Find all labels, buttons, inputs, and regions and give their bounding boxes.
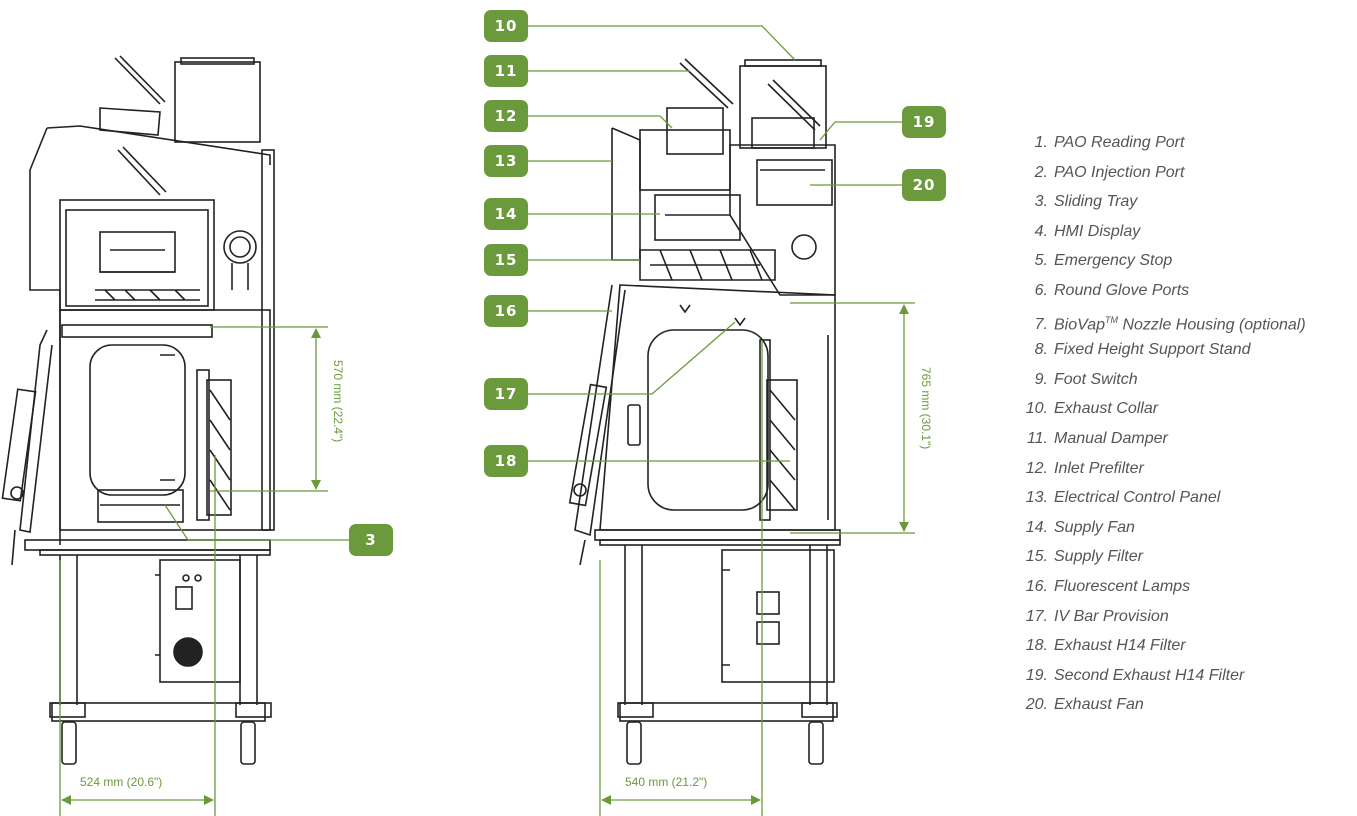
dimension-lines <box>59 302 915 816</box>
legend-item: 12. Inlet Prefilter <box>1012 454 1306 484</box>
callout-badge: 18 <box>484 445 528 477</box>
legend-item: 13. Electrical Control Panel <box>1012 483 1306 513</box>
legend-label: Fluorescent Lamps <box>1054 577 1191 595</box>
right-width-dimension: 540 mm (21.2") <box>625 775 707 789</box>
legend-label: HMI Display <box>1054 222 1141 240</box>
legend-number: 18. <box>1025 637 1048 655</box>
callout-badge: 15 <box>484 244 528 276</box>
left-width-dimension: 524 mm (20.6") <box>80 775 162 789</box>
legend-number: 5. <box>1034 252 1048 270</box>
callout-label: 18 <box>495 452 518 470</box>
callout-label: 16 <box>495 302 518 320</box>
legend-number: 2. <box>1034 163 1048 181</box>
legend-number: 20. <box>1025 696 1048 714</box>
right-cabinet-view <box>568 58 841 765</box>
right-height-dimension: 765 mm (30.1") <box>919 367 933 449</box>
legend-item: 7. BioVapTM Nozzle Housing (optional) <box>1012 306 1306 336</box>
legend-number: 14. <box>1025 518 1048 536</box>
legend-item: 5. Emergency Stop <box>1012 246 1306 276</box>
callout-badge: 19 <box>902 106 946 138</box>
callout-badge: 12 <box>484 100 528 132</box>
legend-number: 15. <box>1025 548 1048 566</box>
legend-item: 9. Foot Switch <box>1012 365 1306 395</box>
legend-item: 3. Sliding Tray <box>1012 187 1306 217</box>
legend-label: Emergency Stop <box>1054 252 1173 270</box>
legend-label: Manual Damper <box>1054 429 1168 447</box>
legend-number: 7. <box>1034 315 1048 333</box>
callout-label: 20 <box>913 176 936 194</box>
parts-legend: 1. PAO Reading Port 2. PAO Injection Port 3.… <box>1012 128 1306 720</box>
legend-label: Supply Fan <box>1054 518 1135 536</box>
callout-label: 10 <box>495 17 518 35</box>
legend-number: 11. <box>1026 429 1048 447</box>
legend-item: 14. Supply Fan <box>1012 513 1306 543</box>
legend-item: 18. Exhaust H14 Filter <box>1012 631 1306 661</box>
legend-item: 6. Round Glove Ports <box>1012 276 1306 306</box>
callout-label: 12 <box>495 107 518 125</box>
legend-label: IV Bar Provision <box>1054 607 1169 625</box>
callout-badge: 14 <box>484 198 528 230</box>
legend-label: Second Exhaust H14 Filter <box>1054 666 1245 684</box>
legend-label: Exhaust H14 Filter <box>1054 637 1186 655</box>
legend-number: 6. <box>1034 281 1048 299</box>
legend-item: 10. Exhaust Collar <box>1012 394 1306 424</box>
legend-label: BioVap <box>1054 315 1105 333</box>
callout-label: 17 <box>495 385 518 403</box>
legend-number: 10. <box>1025 400 1048 418</box>
legend-item: 8. Fixed Height Support Stand <box>1012 335 1306 365</box>
legend-label: Electrical Control Panel <box>1054 489 1221 507</box>
legend-item: 15. Supply Filter <box>1012 542 1306 572</box>
legend-number: 1. <box>1034 134 1048 151</box>
callout-badge: 16 <box>484 295 528 327</box>
legend-number: 3. <box>1034 193 1048 211</box>
legend-number: 4. <box>1034 222 1048 240</box>
callout-badge: 20 <box>902 169 946 201</box>
legend-label: Supply Filter <box>1054 548 1143 566</box>
legend-item: 20. Exhaust Fan <box>1012 690 1306 720</box>
legend-number: 13. <box>1025 489 1048 507</box>
legend-label: Fixed Height Support Stand <box>1054 341 1251 359</box>
callout-label: 13 <box>495 152 518 170</box>
legend-label: Exhaust Fan <box>1054 696 1144 714</box>
legend-label: PAO Reading Port <box>1054 134 1185 151</box>
callout-badge: 13 <box>484 145 528 177</box>
legend-item: 1. PAO Reading Port <box>1012 128 1306 158</box>
callout-label: 19 <box>913 113 936 131</box>
callout-label: 15 <box>495 251 518 269</box>
legend-item: 2. PAO Injection Port <box>1012 158 1306 188</box>
legend-item: 11. Manual Damper <box>1012 424 1306 454</box>
legend-label-rest: Nozzle Housing (optional) <box>1118 315 1306 333</box>
legend-label: PAO Injection Port <box>1054 163 1185 181</box>
legend-number: 19. <box>1025 666 1048 684</box>
legend-label: Sliding Tray <box>1054 193 1138 211</box>
legend-label: Round Glove Ports <box>1054 281 1190 299</box>
legend-number: 12. <box>1025 459 1048 477</box>
left-height-dimension: 570 mm (22.4") <box>331 360 345 442</box>
callout-label: 11 <box>495 62 518 80</box>
legend-number: 9. <box>1034 370 1048 388</box>
callout-label: 14 <box>495 205 518 223</box>
legend-label: Inlet Prefilter <box>1054 459 1144 477</box>
legend-item: 4. HMI Display <box>1012 217 1306 247</box>
legend-item: 19. Second Exhaust H14 Filter <box>1012 661 1306 691</box>
legend-label: Foot Switch <box>1054 370 1138 388</box>
callout-leader-lines <box>164 25 902 541</box>
legend-item: 17. IV Bar Provision <box>1012 602 1306 632</box>
trademark-superscript: TM <box>1105 314 1118 325</box>
callout-badge: 17 <box>484 378 528 410</box>
callout-badge: 3 <box>349 524 393 556</box>
legend-number: 8. <box>1034 341 1048 359</box>
left-cabinet-view <box>1 55 275 765</box>
callout-badge: 10 <box>484 10 528 42</box>
legend-number: 16. <box>1025 577 1048 595</box>
legend-item: 16. Fluorescent Lamps <box>1012 572 1306 602</box>
legend-label: Exhaust Collar <box>1054 400 1159 418</box>
callout-badge: 11 <box>484 55 528 87</box>
callout-label: 3 <box>365 531 376 549</box>
legend-number: 17. <box>1025 607 1048 625</box>
